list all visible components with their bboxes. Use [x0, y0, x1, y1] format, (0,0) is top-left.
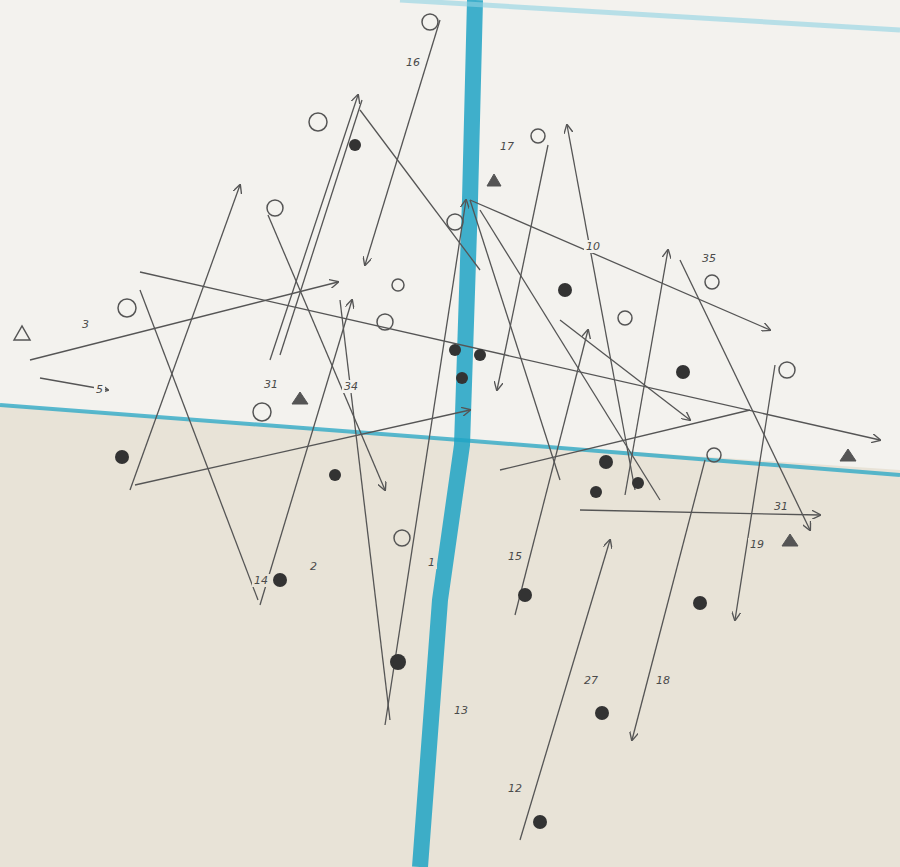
callout-number: 34 — [342, 380, 360, 393]
callout-number: 35 — [700, 252, 718, 265]
open-circles — [118, 14, 795, 546]
callout-number: 14 — [252, 574, 270, 587]
callout-number: 31 — [772, 500, 790, 513]
callout-number: 16 — [404, 56, 422, 69]
callout-number: 10 — [584, 240, 602, 253]
callout-number: 1 — [426, 556, 437, 569]
callout-number: 2 — [308, 560, 319, 573]
callout-number: 5 — [94, 383, 105, 396]
callout-number: 13 — [452, 704, 470, 717]
tape-edge — [0, 405, 900, 475]
blue-tape — [420, 0, 475, 867]
callout-number: 17 — [498, 140, 516, 153]
filled-dots — [115, 139, 707, 829]
callout-number: 19 — [748, 538, 766, 551]
pencil-arrows — [30, 20, 880, 840]
triangle-marks — [14, 174, 856, 546]
paper-sheet — [0, 0, 900, 470]
callout-number: 12 — [506, 782, 524, 795]
callout-number: 3 — [80, 318, 91, 331]
callout-number: 15 — [506, 550, 524, 563]
tape-edge — [400, 0, 900, 30]
callout-number: 27 — [582, 674, 600, 687]
callout-number: 31 — [262, 378, 280, 391]
callout-number: 18 — [654, 674, 672, 687]
